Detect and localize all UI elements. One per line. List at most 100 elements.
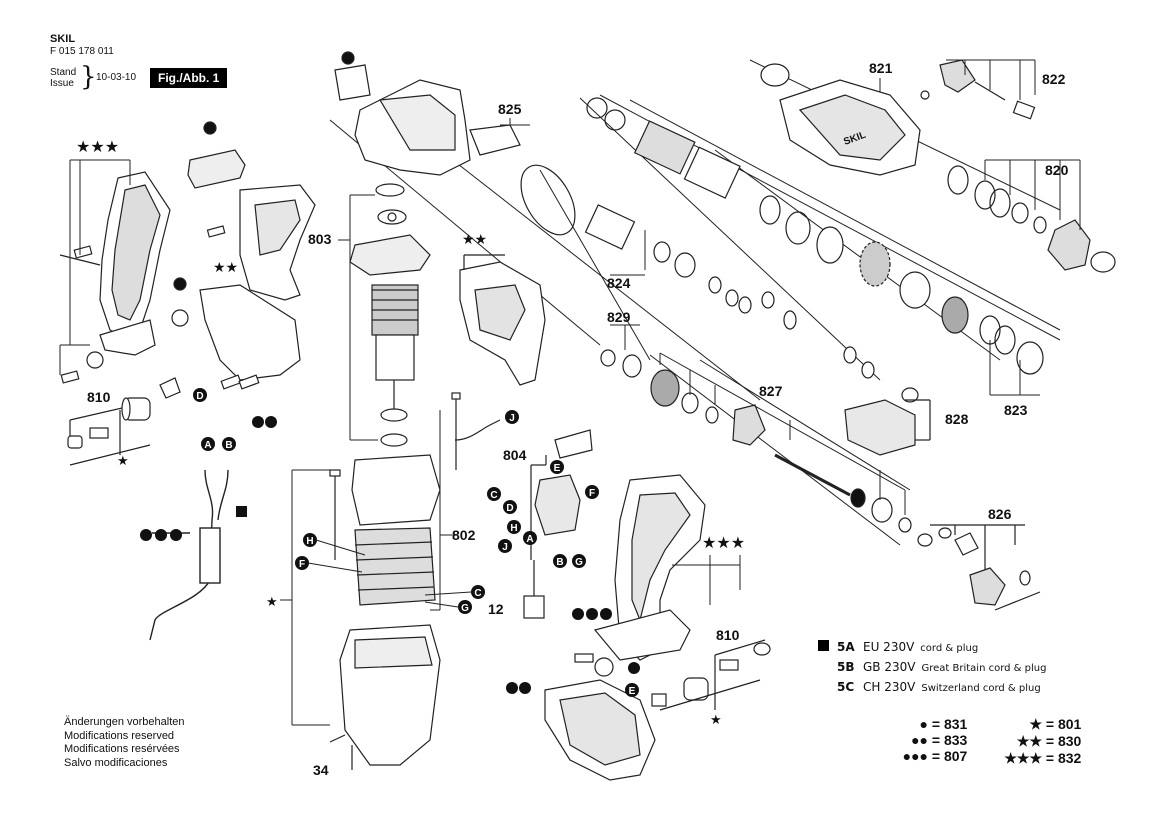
cord-row-5c: 5C CH 230V Switzerland cord & plug (818, 680, 1046, 700)
rings-and-gears (759, 195, 1044, 379)
note-es: Salvo modificaciones (64, 756, 168, 769)
legend-symbol: ★★★ (1004, 750, 1042, 766)
handle-cover-assembly (159, 121, 316, 399)
brush-holder-cover (459, 254, 546, 386)
note-fr: Modifications resérvées (64, 743, 180, 755)
bracket-lines-801 (280, 469, 330, 726)
two-stars-handle: ★★ (213, 260, 238, 276)
brand-name: SKIL (50, 33, 76, 45)
field-coil (329, 454, 441, 606)
cord-voltage: EU 230V (863, 640, 915, 654)
legend-symbol: ●● (911, 732, 928, 748)
armature (371, 284, 419, 447)
bracket-lines-803 (338, 194, 378, 441)
marker-C-switch-label: C (490, 490, 497, 501)
callout-828: 828 (945, 411, 969, 427)
legend-row: ●●● = 807 (884, 748, 968, 764)
legend-symbol: ●●● (902, 748, 928, 764)
marker-F-coil-label: F (299, 559, 305, 570)
intermediate-shaft-827 (600, 349, 912, 533)
marker-J-top: J (505, 410, 519, 424)
marker-A-cord: A (201, 437, 215, 451)
bracket-lines-802 (430, 410, 455, 611)
legend-row: ★ = 801 (990, 716, 1081, 733)
cord-code: 5C (837, 680, 855, 694)
marker-F-coil: F (295, 556, 309, 570)
marker-G-switch-label: G (575, 557, 583, 568)
marker-J-switch-label: J (502, 542, 508, 553)
callout-820: 820 (1045, 162, 1069, 178)
callout-810-left: 810 (87, 389, 111, 405)
switch-assembly (451, 392, 593, 619)
marker-A-cord-label: A (204, 440, 211, 451)
three-stars-main-handle: ★★★ (702, 533, 745, 552)
legend-row: ● = 831 (884, 716, 968, 732)
callout-829: 829 (607, 309, 631, 325)
cord-description: Great Britain cord & plug (921, 663, 1047, 674)
legend-circles: ● = 831 ●● = 833 ●●● = 807 (884, 716, 968, 764)
marker-E-bottom-label: E (629, 686, 636, 697)
marker-G-switch: G (572, 554, 586, 568)
marker-B-switch: B (553, 554, 567, 568)
marker-E-switch: E (550, 460, 564, 474)
svg-text:★★★: ★★★ (76, 137, 119, 156)
three-circles-cord (140, 529, 182, 541)
marker-G-coil: G (458, 600, 472, 614)
cord-row-5a: 5A EU 230V cord & plug (818, 640, 1046, 660)
cord-description: Switzerland cord & plug (921, 683, 1041, 694)
bracket-lines-handle-832 (672, 555, 741, 605)
callout-823: 823 (1004, 402, 1028, 418)
gear-cover-bottom (544, 679, 656, 781)
legend-value: = 807 (931, 748, 968, 764)
cord-plug-table: 5A EU 230V cord & plug 5B GB 230V Great … (818, 640, 1046, 700)
marker-A-switch-label: A (526, 534, 533, 545)
legend-stars: ★ = 801 ★★ = 830 ★★★ = 832 (990, 716, 1081, 767)
note-en: Modifications reserved (64, 729, 175, 742)
star-810-left: ★ (117, 454, 129, 469)
callout-12: 12 (488, 601, 504, 617)
svg-text:★: ★ (710, 713, 722, 728)
marker-F-switch: F (585, 485, 599, 499)
square-cord-marker (236, 506, 247, 517)
legend-value: = 831 (931, 716, 968, 732)
legend-value: = 801 (1045, 716, 1082, 732)
marker-C-coil: C (471, 585, 485, 599)
marker-D-switch: D (503, 500, 517, 514)
bracket-lines-upper-right (879, 59, 1081, 396)
callout-804: 804 (503, 447, 527, 463)
coil-wire-leads (307, 539, 472, 608)
marker-D-left-label: D (196, 391, 203, 402)
marker-D-switch-label: D (506, 503, 513, 514)
legend-row: ●● = 833 (884, 732, 967, 748)
note-de: Änderungen vorbehalten (64, 716, 185, 728)
stand-issue-label: Stand Issue (50, 67, 76, 89)
issue-label: Issue (50, 78, 74, 89)
marker-B-cord-label: B (225, 440, 232, 451)
cord-protector-assembly-right (651, 639, 771, 711)
svg-text:★★: ★★ (213, 260, 238, 276)
side-handle-assembly (59, 171, 171, 384)
callout-821: 821 (869, 60, 893, 76)
marker-C-switch: C (487, 487, 501, 501)
callout-827: 827 (759, 383, 783, 399)
part-number: F 015 178 011 (50, 46, 114, 57)
callout-826: 826 (988, 506, 1012, 522)
callout-825: 825 (498, 101, 522, 117)
connection-markers: A B D J E C F D H A J B G H F C G E (193, 388, 639, 697)
modification-notes: Änderungen vorbehalten Modifications res… (64, 716, 184, 770)
marker-J-top-label: J (509, 413, 515, 424)
marker-J-switch: J (498, 539, 512, 553)
marker-B-switch-label: B (556, 557, 563, 568)
legend-value: = 830 (1045, 733, 1082, 749)
legend-value: = 833 (931, 732, 968, 748)
marker-C-coil-label: C (474, 588, 481, 599)
legend-row: ★★ = 830 (990, 733, 1081, 750)
star-housing: ★ (266, 595, 278, 610)
stand-label: Stand (50, 67, 77, 78)
issue-date: 10-03-10 (96, 72, 137, 83)
legend-value: = 832 (1045, 750, 1082, 766)
marker-A-switch: A (523, 531, 537, 545)
two-circles-screws (252, 416, 277, 428)
callout-803: 803 (308, 231, 332, 247)
cord-row-5b: 5B GB 230V Great Britain cord & plug (818, 660, 1046, 680)
